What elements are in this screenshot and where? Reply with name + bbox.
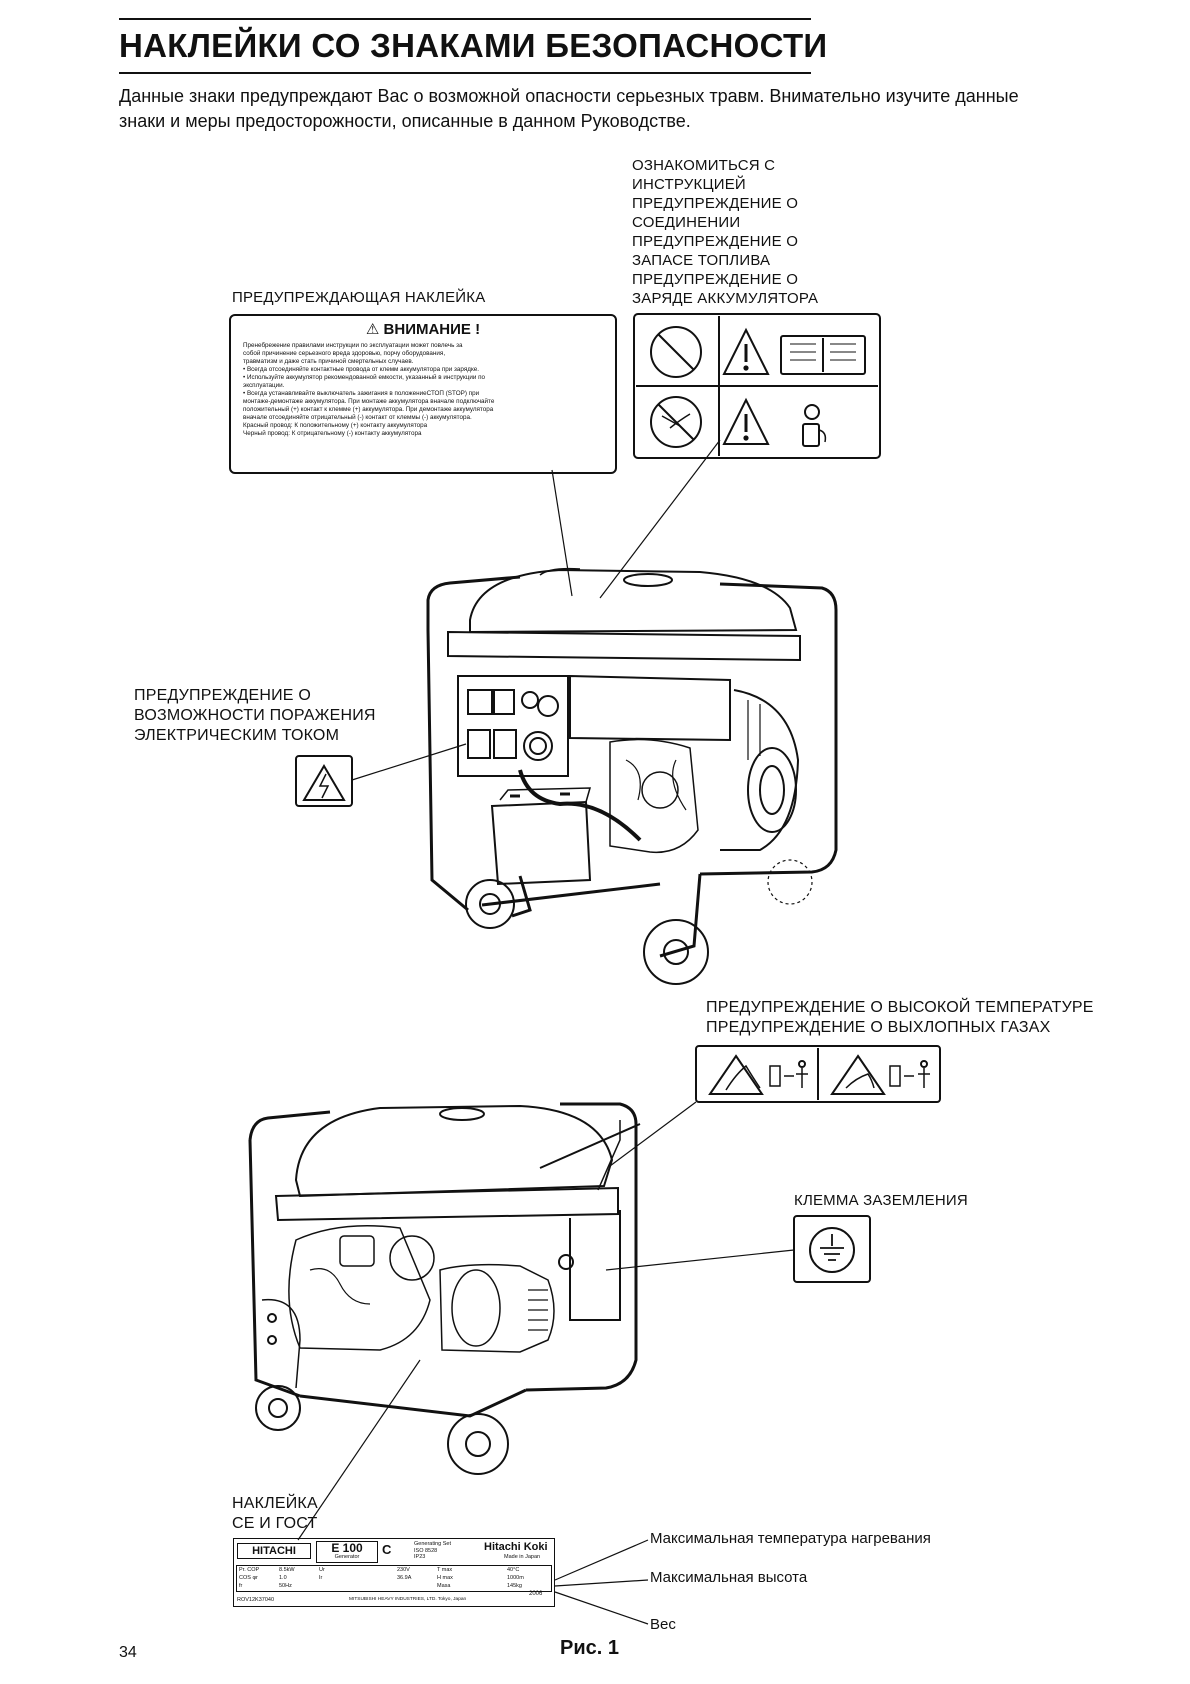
generator-illustration-bottom — [248, 1102, 641, 1541]
high-voltage-icon — [302, 764, 346, 801]
warning-triangle-icon — [722, 397, 770, 445]
ce-gost-labels: НАКЛЕЙКА СЕ И ГОСТ — [232, 1494, 318, 1534]
label-battery-warning-2: ЗАРЯДЕ АККУМУЛЯТОРА — [632, 290, 819, 307]
sticker-line: • Всегда устанавливайте выключатель зажи… — [243, 390, 480, 397]
sticker-line: Черный провод: К отрицательному (-) конт… — [243, 430, 422, 437]
label-read-instructions-2: ИНСТРУКЦИЕЙ — [632, 176, 746, 193]
top-right-labels: ОЗНАКОМИТЬСЯ С ИНСТРУКЦИЕЙ ПРЕДУПРЕЖДЕНИ… — [632, 156, 818, 308]
sticker-line: эксплуатации. — [243, 382, 285, 389]
page-title: НАКЛЕЙКИ СО ЗНАКАМИ БЕЗОПАСНОСТИ — [119, 18, 827, 74]
plate-row: Pr. COP 8.5kW Ur 230V T max 40°C — [239, 1567, 520, 1573]
ce-mark-icon: C — [382, 1542, 392, 1557]
person-icon — [920, 1060, 928, 1068]
generator-illustration-top — [426, 567, 838, 985]
warning-sticker: ⚠ ВНИМАНИЕ ! Пренебрежение правилами инс… — [229, 314, 617, 474]
plate-model-sub: Generator — [334, 1554, 360, 1560]
intro-line-1: Данные знаки предупреждают Вас о возможн… — [119, 86, 1019, 106]
sticker-line: Красный провод: К положительному (+) кон… — [243, 422, 428, 429]
plate-serial: ROV12K37040 — [237, 1597, 274, 1603]
warning-triangle-icon: ⚠ — [365, 321, 380, 338]
plate-row: fr 50Hz Masa 145kg — [239, 1583, 522, 1589]
label-connection-warning-1: ПРЕДУПРЕЖДЕНИЕ О — [632, 195, 799, 212]
label-ce-gost-2: СЕ И ГОСТ — [232, 1515, 318, 1532]
sticker-heading: ⚠ ВНИМАНИЕ ! — [231, 321, 615, 339]
no-smoking-icon — [650, 396, 702, 448]
rating-plate: HITACHI E 100 Generator C Generating Set… — [233, 1538, 555, 1607]
sticker-line: собой причинение серьезного вреда здоров… — [243, 350, 446, 357]
warning-sticker-label: ПРЕДУПРЕЖДАЮЩАЯ НАКЛЕЙКА — [232, 289, 486, 306]
plate-spec-line: Generating Set — [414, 1541, 451, 1547]
label-connection-warning-2: СОЕДИНЕНИИ — [632, 214, 741, 231]
ground-terminal-label: КЛЕММА ЗАЗЕМЛЕНИЯ — [794, 1192, 968, 1209]
plate-maker: Hitachi Koki — [484, 1541, 548, 1553]
exhaust-gas-icon — [830, 1054, 886, 1095]
plate-row: COS φr 1.0 Ir 36.9A H max 1000m — [239, 1575, 524, 1581]
electric-shock-labels: ПРЕДУПРЕЖДЕНИЕ О ВОЗМОЖНОСТИ ПОРАЖЕНИЯ Э… — [134, 686, 376, 746]
label-battery-warning-1: ПРЕДУПРЕЖДЕНИЕ О — [632, 271, 799, 288]
plate-footer: MITSUBISHI HEAVY INDUSTRIES, LTD. Tokyo,… — [349, 1597, 467, 1602]
electric-shock-sign — [295, 743, 467, 807]
manual-book-icon — [780, 335, 866, 375]
label-fuel-warning-1: ПРЕДУПРЕЖДЕНИЕ О — [632, 233, 799, 250]
sticker-heading-text: ВНИМАНИЕ ! — [383, 321, 481, 338]
label-electric-1: ПРЕДУПРЕЖДЕНИЕ О — [134, 687, 311, 704]
plate-model: E 100 — [331, 1541, 363, 1555]
callout-max-temperature: Максимальная температура нагревания — [650, 1530, 931, 1547]
sticker-line: • Используйте аккумулятор рекомендованно… — [243, 374, 486, 381]
sticker-line: положительный (+) контакт к клемме (+) а… — [243, 406, 494, 413]
safety-label-group-top — [633, 313, 881, 459]
sticker-body: Пренебрежение правилами инструкции по эк… — [231, 339, 615, 438]
heat-exhaust-labels: ПРЕДУПРЕЖДЕНИЕ О ВЫСОКОЙ ТЕМПЕРАТУРЕ ПРЕ… — [706, 998, 1094, 1038]
sticker-line: травматизм и даже стать причиной смертел… — [243, 358, 414, 365]
intro-text: Данные знаки предупреждают Вас о возможн… — [119, 84, 1159, 134]
sticker-line: вначале отсоединяйте отрицательный (-) к… — [243, 414, 472, 421]
label-high-temperature: ПРЕДУПРЕЖДЕНИЕ О ВЫСОКОЙ ТЕМПЕРАТУРЕ — [706, 999, 1094, 1016]
figure-caption: Рис. 1 — [560, 1637, 619, 1659]
no-fire-icon — [650, 326, 702, 378]
plate-brand: HITACHI — [237, 1543, 311, 1559]
label-ce-gost-1: НАКЛЕЙКА — [232, 1495, 318, 1512]
plate-model-box: E 100 Generator — [316, 1541, 378, 1563]
heat-exhaust-sign — [609, 1045, 941, 1167]
plate-table: Pr. COP 8.5kW Ur 230V T max 40°C COS φr … — [236, 1565, 552, 1592]
plate-year: 2006 — [529, 1591, 543, 1597]
ground-icon — [809, 1227, 855, 1273]
ground-terminal-sign — [605, 1215, 871, 1283]
fuel-pump-icon — [802, 404, 827, 447]
safety-label-frame — [633, 313, 881, 459]
label-exhaust-gas: ПРЕДУПРЕЖДЕНИЕ О ВЫХЛОПНЫХ ГАЗАХ — [706, 1019, 1051, 1036]
callout-max-altitude: Максимальная высота — [650, 1569, 808, 1586]
plate-spec: Generating Set ISO 8528 IP23 — [414, 1541, 451, 1561]
sticker-line: Пренебрежение правилами инструкции по эк… — [243, 342, 463, 349]
person-icon — [798, 1060, 806, 1068]
sticker-line: • Всегда отсоединяйте контактные провода… — [243, 366, 480, 373]
label-read-instructions-1: ОЗНАКОМИТЬСЯ С — [632, 157, 776, 174]
callout-weight: Вес — [650, 1616, 676, 1633]
plate-made-in: Made in Japan — [504, 1554, 541, 1560]
plate-spec-line: ISO 8528 — [414, 1547, 438, 1554]
intro-line-2: знаки и меры предосторожности, описанные… — [119, 111, 691, 131]
label-electric-3: ЭЛЕКТРИЧЕСКИМ ТОКОМ — [134, 727, 340, 744]
sticker-line: монтаже-демонтаже аккумулятора. При монт… — [243, 398, 495, 405]
page-number: 34 — [119, 1644, 137, 1661]
hot-surface-icon — [708, 1054, 764, 1095]
plate-spec-line: IP23 — [414, 1554, 426, 1560]
warning-triangle-icon — [722, 327, 770, 375]
label-fuel-warning-2: ЗАПАСЕ ТОПЛИВА — [632, 252, 771, 269]
label-electric-2: ВОЗМОЖНОСТИ ПОРАЖЕНИЯ — [134, 707, 376, 724]
